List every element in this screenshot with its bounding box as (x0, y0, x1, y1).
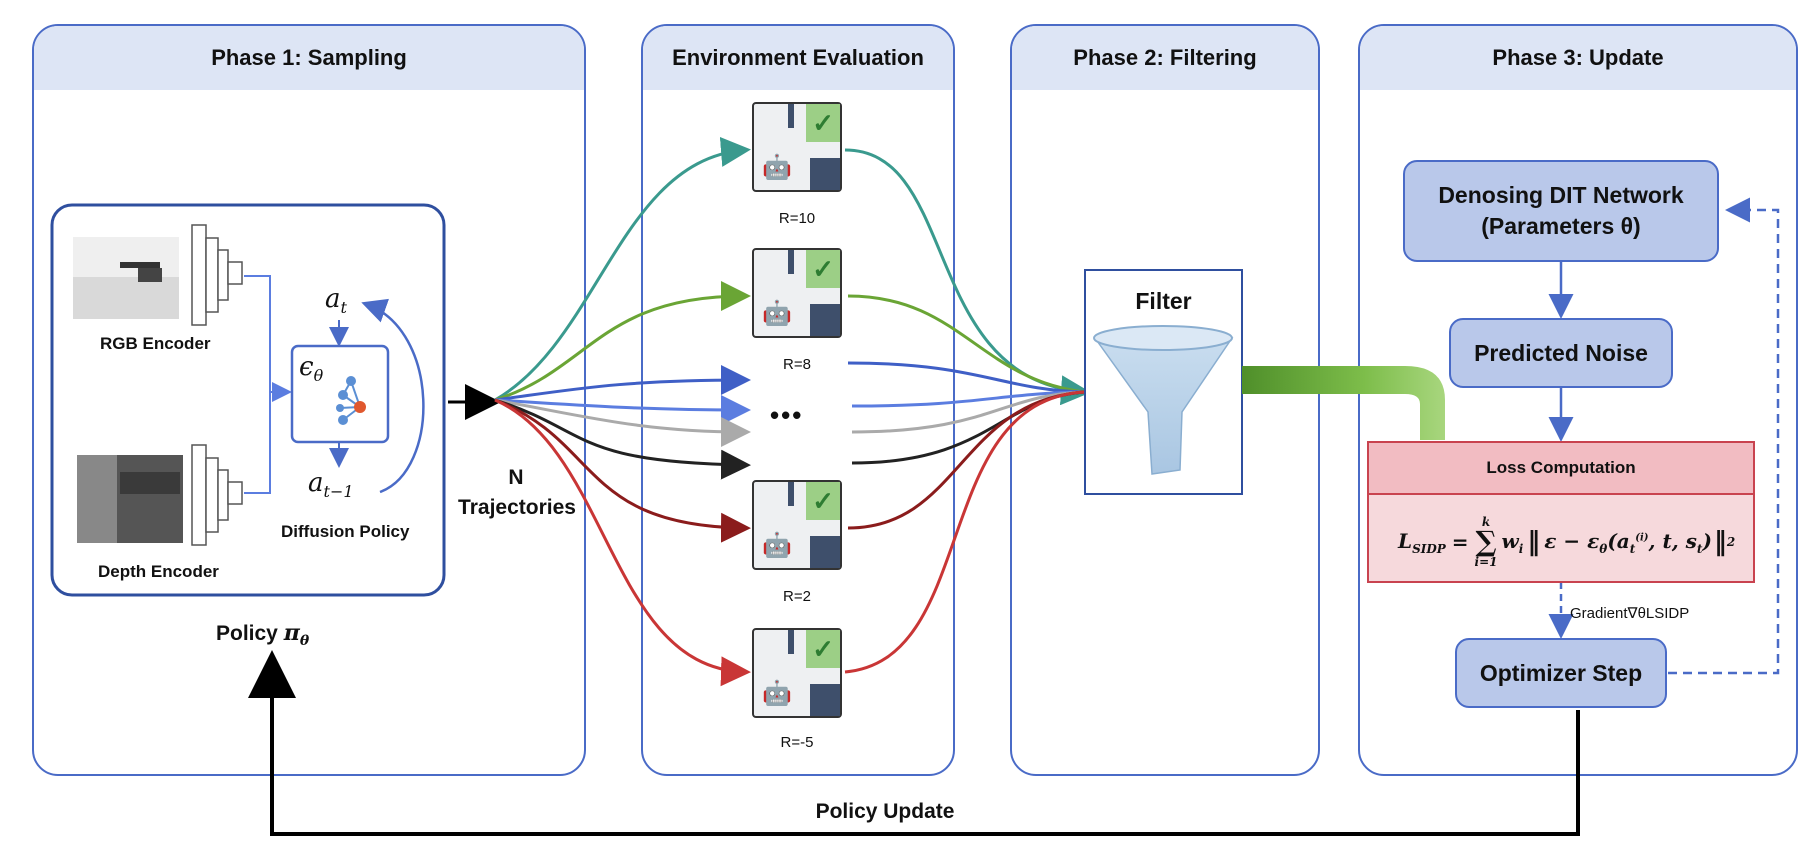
green-pipe (1242, 366, 1445, 440)
optimizer-label: Optimizer Step (1479, 659, 1643, 686)
network-icon (336, 376, 366, 425)
scene-thumb-3: ✓ 🤖 (752, 480, 842, 570)
filter-label: Filter (1135, 288, 1192, 314)
phase3-title: Phase 3: Update (1360, 26, 1796, 90)
predicted-noise-label: Predicted Noise (1474, 339, 1648, 366)
reward-label-3: R=2 (783, 588, 811, 605)
diffusion-policy-label: Diffusion Policy (281, 522, 410, 541)
funnel-icon (1093, 325, 1234, 475)
depth-encoder-label: Depth Encoder (98, 562, 219, 581)
robot-icon: 🤖 (762, 680, 792, 707)
policy-update-label: Policy Update (815, 800, 955, 823)
ellipsis: ••• (770, 400, 804, 430)
reward-label-4: R=-5 (780, 734, 814, 751)
epsilon-theta: ϵθ (299, 352, 324, 386)
phase2-title: Phase 2: Filtering (1012, 26, 1318, 90)
gradient-label: Gradient∇θLSIDP (1570, 605, 1690, 622)
predicted-noise-box: Predicted Noise (1449, 318, 1673, 388)
loss-title: Loss Computation (1486, 458, 1636, 477)
denoising-network-box: Denosing DIT Network (Parameters θ) (1403, 160, 1719, 262)
network-params: (Parameters θ) (1481, 213, 1641, 239)
robot-icon: 🤖 (762, 154, 792, 181)
optimizer-step-box: Optimizer Step (1455, 638, 1667, 708)
policy-label: Policy πθ (216, 620, 310, 650)
scene-thumb-4: ✓ 🤖 (752, 628, 842, 718)
rgb-encoder-icon (191, 224, 243, 326)
rgb-encoder-label: RGB Encoder (100, 334, 211, 353)
trajectories-label: Trajectories (458, 496, 576, 519)
scene-thumb-2: ✓ 🤖 (752, 248, 842, 338)
loss-formula: LSIDP = k∑i=1 wi ‖ ε − εθ(at(i), t, st) … (1398, 515, 1736, 569)
reward-label-1: R=10 (778, 210, 816, 227)
robot-icon: 🤖 (762, 532, 792, 559)
action-at-minus-1: at−1 (308, 468, 354, 502)
depth-encoder-icon (191, 444, 243, 546)
action-at: at (325, 284, 347, 318)
scene-thumb-1: ✓ 🤖 (752, 102, 842, 192)
reward-label-2: R=8 (783, 356, 811, 373)
phase1-title: Phase 1: Sampling (34, 26, 584, 90)
n-label: N (508, 466, 524, 489)
robot-icon: 🤖 (762, 300, 792, 327)
env-title: Environment Evaluation (643, 26, 953, 90)
network-title: Denosing DIT Network (1438, 181, 1684, 208)
